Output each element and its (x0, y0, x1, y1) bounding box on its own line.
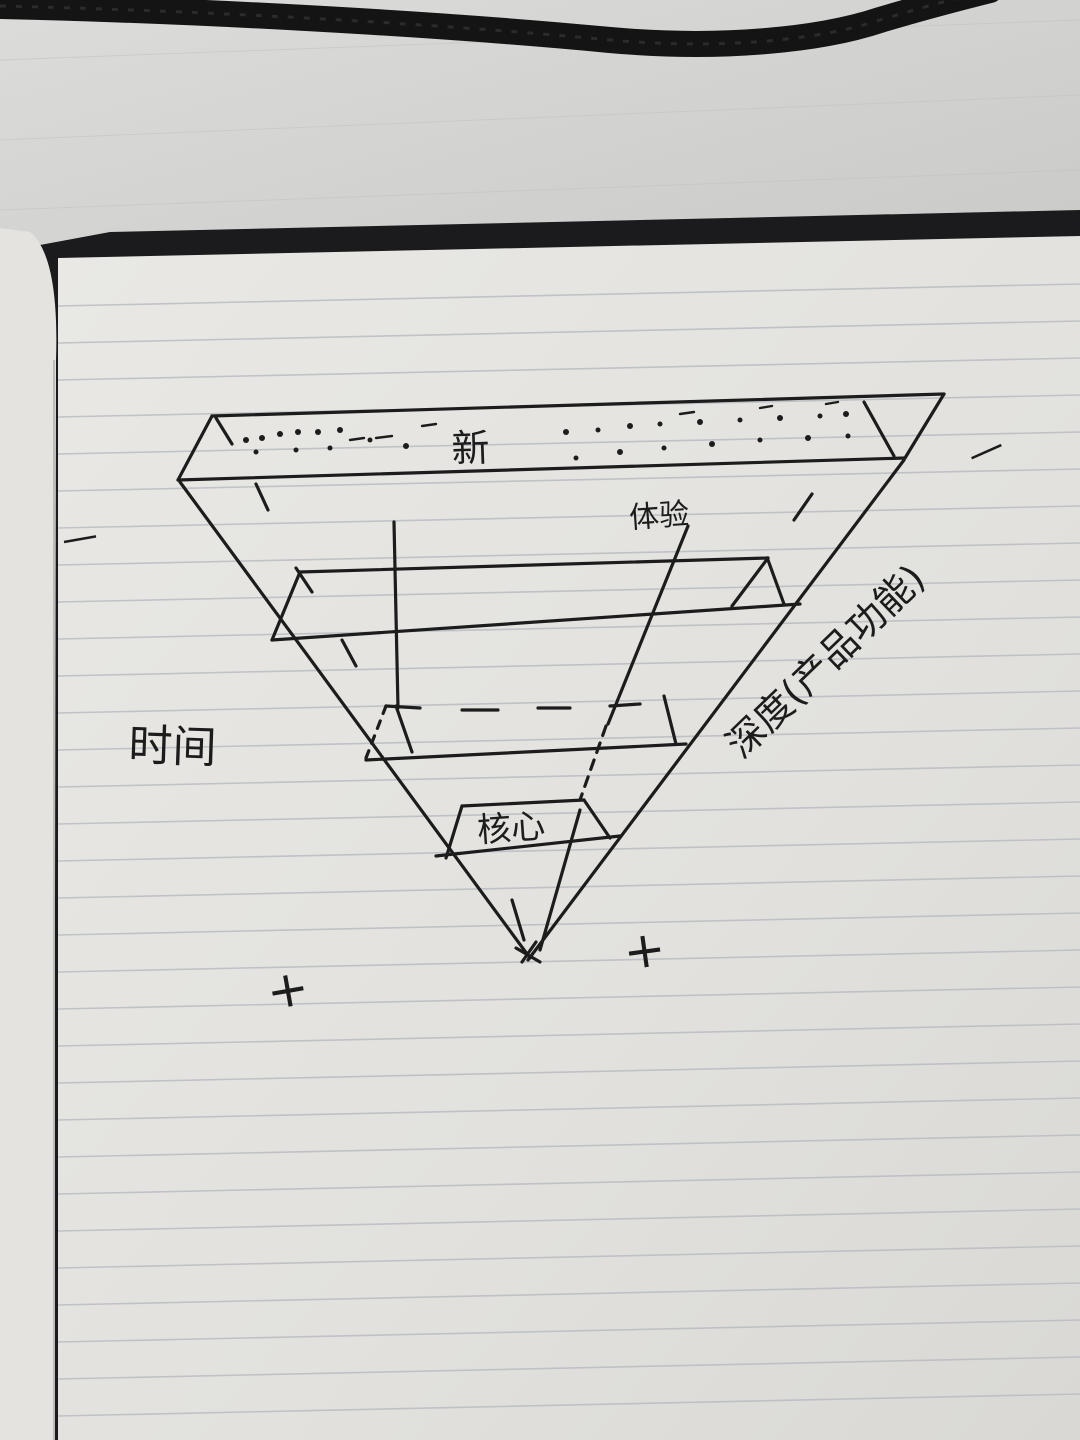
layer-1-top (298, 556, 770, 574)
rule-line (57, 912, 1080, 936)
pyramid-right-side (526, 458, 906, 962)
rule-line (57, 1245, 1080, 1269)
top-band-scribbles (243, 411, 851, 461)
rule-line (57, 431, 1080, 455)
rule-line (57, 1393, 1080, 1417)
rule-line (57, 727, 1080, 751)
layer-2-dashed (384, 702, 642, 712)
rule-line (57, 801, 1080, 825)
rule-line (57, 764, 1080, 788)
rule-line (57, 875, 1080, 899)
rule-line (57, 1208, 1080, 1232)
vertical-line-left (392, 520, 400, 710)
top-band-bottom-edge (176, 456, 907, 482)
pyramid-left-side (178, 480, 532, 960)
rule-line (57, 1060, 1080, 1084)
rule-line (57, 1356, 1080, 1380)
ruled-lines (57, 283, 1080, 1417)
pyramid-sketch (176, 392, 946, 964)
rule-line (57, 579, 1080, 603)
rule-line (57, 986, 1080, 1010)
rule-line (57, 320, 1080, 344)
top-band-top-edge (210, 392, 946, 418)
upper-right-label: 体验 (628, 497, 690, 536)
rule-line (57, 1097, 1080, 1121)
rule-line (57, 505, 1080, 529)
rule-line (57, 949, 1080, 973)
rule-line (57, 1319, 1080, 1343)
core-box-bottom (434, 834, 622, 858)
rule-line (57, 1171, 1080, 1195)
layer-3-line (364, 742, 688, 762)
core-label: 核心 (476, 806, 547, 851)
rule-line (57, 616, 1080, 640)
top-band-label: 新 (451, 426, 491, 471)
rule-line (57, 542, 1080, 566)
rule-line (57, 1282, 1080, 1306)
top-band-left-edge (176, 414, 214, 482)
rule-line (57, 1023, 1080, 1047)
left-axis-label: 时间 (128, 720, 218, 774)
rule-line (57, 357, 1080, 381)
rule-line (57, 690, 1080, 714)
vertical-line-right (606, 524, 690, 726)
mark-top-left: — (58, 514, 101, 561)
top-band-right-edge (903, 392, 946, 460)
layer-1-bottom (270, 602, 802, 642)
rule-line (57, 1134, 1080, 1158)
mark-bottom-right: + (620, 919, 670, 982)
notebook-page (58, 236, 1080, 1440)
rule-line (57, 468, 1080, 492)
rule-line (57, 283, 1080, 307)
top-band-dashes (348, 400, 840, 442)
mark-bottom-left: + (262, 957, 313, 1021)
left-page-edge (0, 228, 57, 1440)
rule-line (57, 653, 1080, 677)
